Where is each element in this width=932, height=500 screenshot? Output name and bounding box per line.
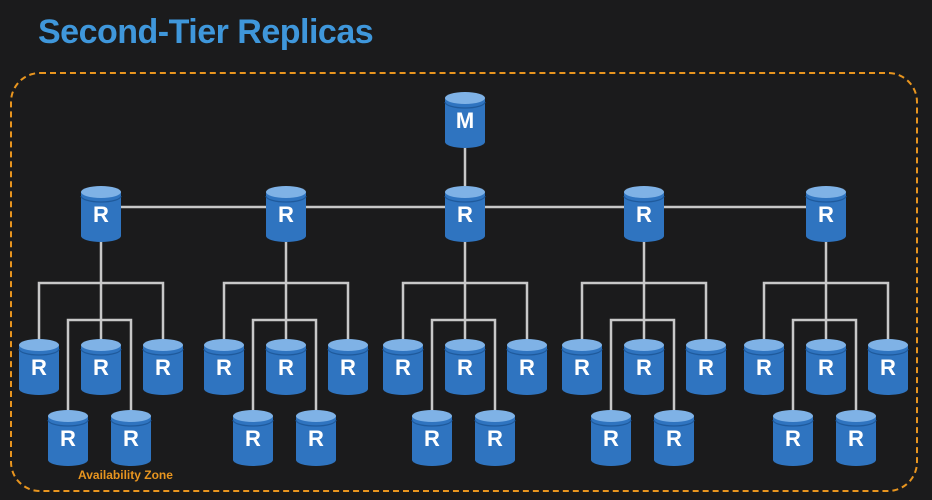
db-label: R bbox=[395, 355, 411, 380]
db-label: R bbox=[216, 355, 232, 380]
connector-lines bbox=[37, 140, 890, 412]
db-label: R bbox=[155, 355, 171, 380]
primary-db-node: M bbox=[444, 92, 486, 148]
outer-bracket-connector bbox=[401, 281, 529, 341]
db-label: R bbox=[457, 355, 473, 380]
tier2-replica-node: R bbox=[835, 410, 877, 466]
inner-bracket-connector bbox=[791, 318, 858, 412]
tier2-replica-node: R bbox=[653, 410, 695, 466]
db-label: M bbox=[456, 108, 474, 133]
inner-bracket-connector bbox=[251, 318, 318, 412]
tier2-replica-node: R bbox=[110, 410, 152, 466]
db-label: R bbox=[519, 355, 535, 380]
db-label: R bbox=[574, 355, 590, 380]
db-label: R bbox=[93, 202, 109, 227]
tier1-replica-node: R bbox=[444, 186, 486, 242]
tier2-replica-node: R bbox=[265, 339, 307, 395]
db-label: R bbox=[278, 355, 294, 380]
db-label: R bbox=[93, 355, 109, 380]
tier2-replica-node: R bbox=[743, 339, 785, 395]
availability-zone-label: Availability Zone bbox=[78, 468, 173, 482]
tier2-replica-node: R bbox=[18, 339, 60, 395]
tier2-replica-node: R bbox=[805, 339, 847, 395]
tier2-replica-node: R bbox=[232, 410, 274, 466]
availability-zone-boundary bbox=[10, 72, 918, 492]
db-label: R bbox=[636, 355, 652, 380]
tier2-replica-node: R bbox=[142, 339, 184, 395]
tier1-replica-node: R bbox=[805, 186, 847, 242]
db-label: R bbox=[756, 355, 772, 380]
db-label: R bbox=[785, 426, 801, 451]
db-label: R bbox=[818, 202, 834, 227]
tier1-replica-node: R bbox=[265, 186, 307, 242]
db-label: R bbox=[60, 426, 76, 451]
tier1-replica-node: R bbox=[80, 186, 122, 242]
outer-bracket-connector bbox=[762, 281, 890, 341]
tier2-replica-node: R bbox=[623, 339, 665, 395]
db-label: R bbox=[308, 426, 324, 451]
tier2-replica-node: R bbox=[590, 410, 632, 466]
db-label: R bbox=[666, 426, 682, 451]
tier2-replica-node: R bbox=[506, 339, 548, 395]
page-title: Second-Tier Replicas bbox=[38, 13, 374, 51]
db-label: R bbox=[424, 426, 440, 451]
tier2-replica-node: R bbox=[685, 339, 727, 395]
tier2-replica-node: R bbox=[80, 339, 122, 395]
inner-bracket-connector bbox=[66, 318, 133, 412]
db-label: R bbox=[123, 426, 139, 451]
tier2-replica-node: R bbox=[444, 339, 486, 395]
db-label: R bbox=[848, 426, 864, 451]
db-label: R bbox=[698, 355, 714, 380]
db-label: R bbox=[245, 426, 261, 451]
tier2-replica-node: R bbox=[474, 410, 516, 466]
tier2-replica-node: R bbox=[327, 339, 369, 395]
inner-bracket-connector bbox=[430, 318, 497, 412]
db-label: R bbox=[880, 355, 896, 380]
db-label: R bbox=[636, 202, 652, 227]
db-label: R bbox=[487, 426, 503, 451]
db-label: R bbox=[278, 202, 294, 227]
db-label: R bbox=[603, 426, 619, 451]
db-label: R bbox=[340, 355, 356, 380]
tier2-replica-node: R bbox=[295, 410, 337, 466]
tier2-replica-node: R bbox=[47, 410, 89, 466]
tier2-replica-node: R bbox=[411, 410, 453, 466]
outer-bracket-connector bbox=[222, 281, 350, 341]
outer-bracket-connector bbox=[37, 281, 165, 341]
tier2-replica-node: R bbox=[867, 339, 909, 395]
inner-bracket-connector bbox=[609, 318, 676, 412]
tier1-replica-node: R bbox=[623, 186, 665, 242]
tier2-replica-node: R bbox=[561, 339, 603, 395]
tier2-replica-node: R bbox=[772, 410, 814, 466]
db-label: R bbox=[818, 355, 834, 380]
outer-bracket-connector bbox=[580, 281, 708, 341]
db-label: R bbox=[31, 355, 47, 380]
db-label: R bbox=[457, 202, 473, 227]
tier2-replica-node: R bbox=[203, 339, 245, 395]
database-nodes: M R R R R R R R R R R R R R R R R R R R R R R R R R R R R R R bbox=[18, 92, 909, 466]
tier2-replica-node: R bbox=[382, 339, 424, 395]
